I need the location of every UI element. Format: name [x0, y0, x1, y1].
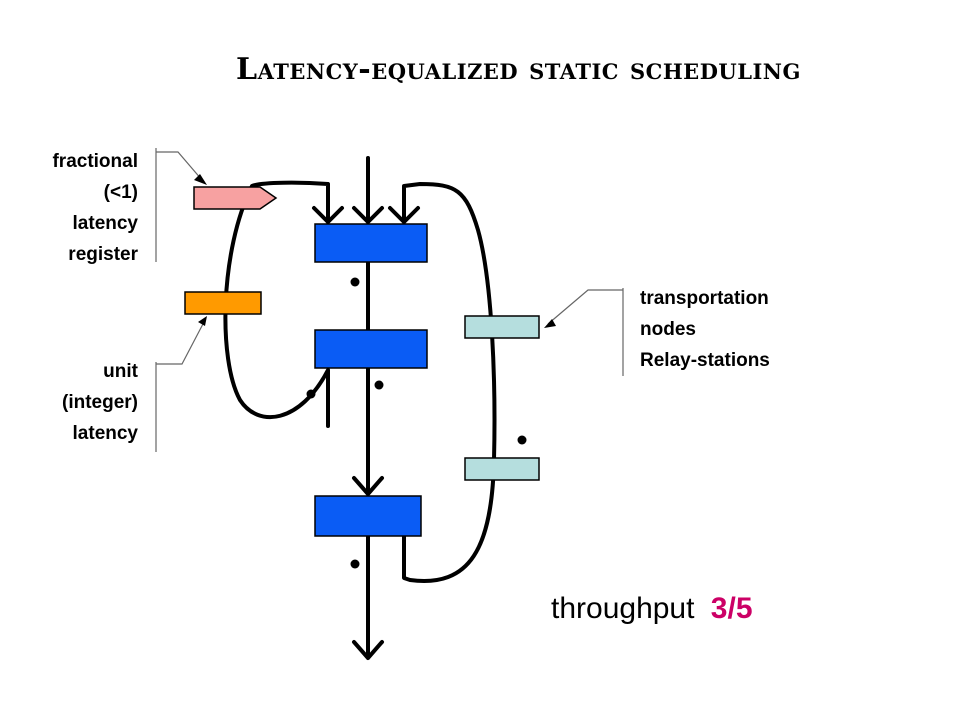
right-loop-wire: [388, 182, 497, 583]
token-dot: [350, 277, 360, 287]
transportation-nodes-label: transportation nodes Relay-stations: [640, 283, 770, 376]
label-line: (integer): [62, 392, 138, 413]
label-line: Relay-stations: [640, 350, 770, 371]
link-2-3: [352, 366, 384, 496]
diagram-title: Latency-equalized static scheduling: [236, 52, 801, 87]
left-loop-wire: [223, 180, 344, 428]
label-line: fractional: [52, 151, 138, 172]
input-arrow: [352, 156, 384, 224]
fractional-pointer-head: [194, 174, 207, 185]
label-line: register: [68, 244, 138, 265]
unit-label-bracket: [155, 321, 205, 452]
process-node-3: [314, 495, 422, 537]
label-line: (<1): [103, 182, 138, 203]
label-line: transportation: [640, 288, 769, 309]
label-line: latency: [72, 423, 138, 444]
label-line: unit: [103, 361, 138, 382]
token-dot: [517, 435, 527, 445]
throughput-value: 3/5: [710, 592, 753, 625]
fractional-latency-register: [193, 186, 278, 210]
unit-pointer-head: [198, 316, 207, 326]
token-dot: [306, 389, 316, 399]
fractional-latency-register-label: fractional (<1) latency register: [10, 146, 138, 270]
unit-latency-register: [184, 291, 262, 315]
token-dot: [374, 380, 384, 390]
output-arrow: [352, 534, 384, 660]
label-line: nodes: [640, 319, 696, 340]
relay-station-1: [464, 315, 540, 339]
transport-label-bracket: [547, 288, 624, 376]
throughput-readout: throughput 3/5: [551, 592, 753, 626]
process-node-2: [314, 329, 428, 369]
transport-pointer-head: [544, 319, 556, 328]
process-node-1: [314, 223, 428, 263]
label-line: latency: [72, 213, 138, 234]
fractional-label-bracket: [155, 148, 203, 262]
relay-station-2: [464, 457, 540, 481]
token-dot: [350, 559, 360, 569]
unit-latency-label: unit (integer) latency: [10, 356, 138, 449]
throughput-label: throughput: [551, 592, 695, 625]
